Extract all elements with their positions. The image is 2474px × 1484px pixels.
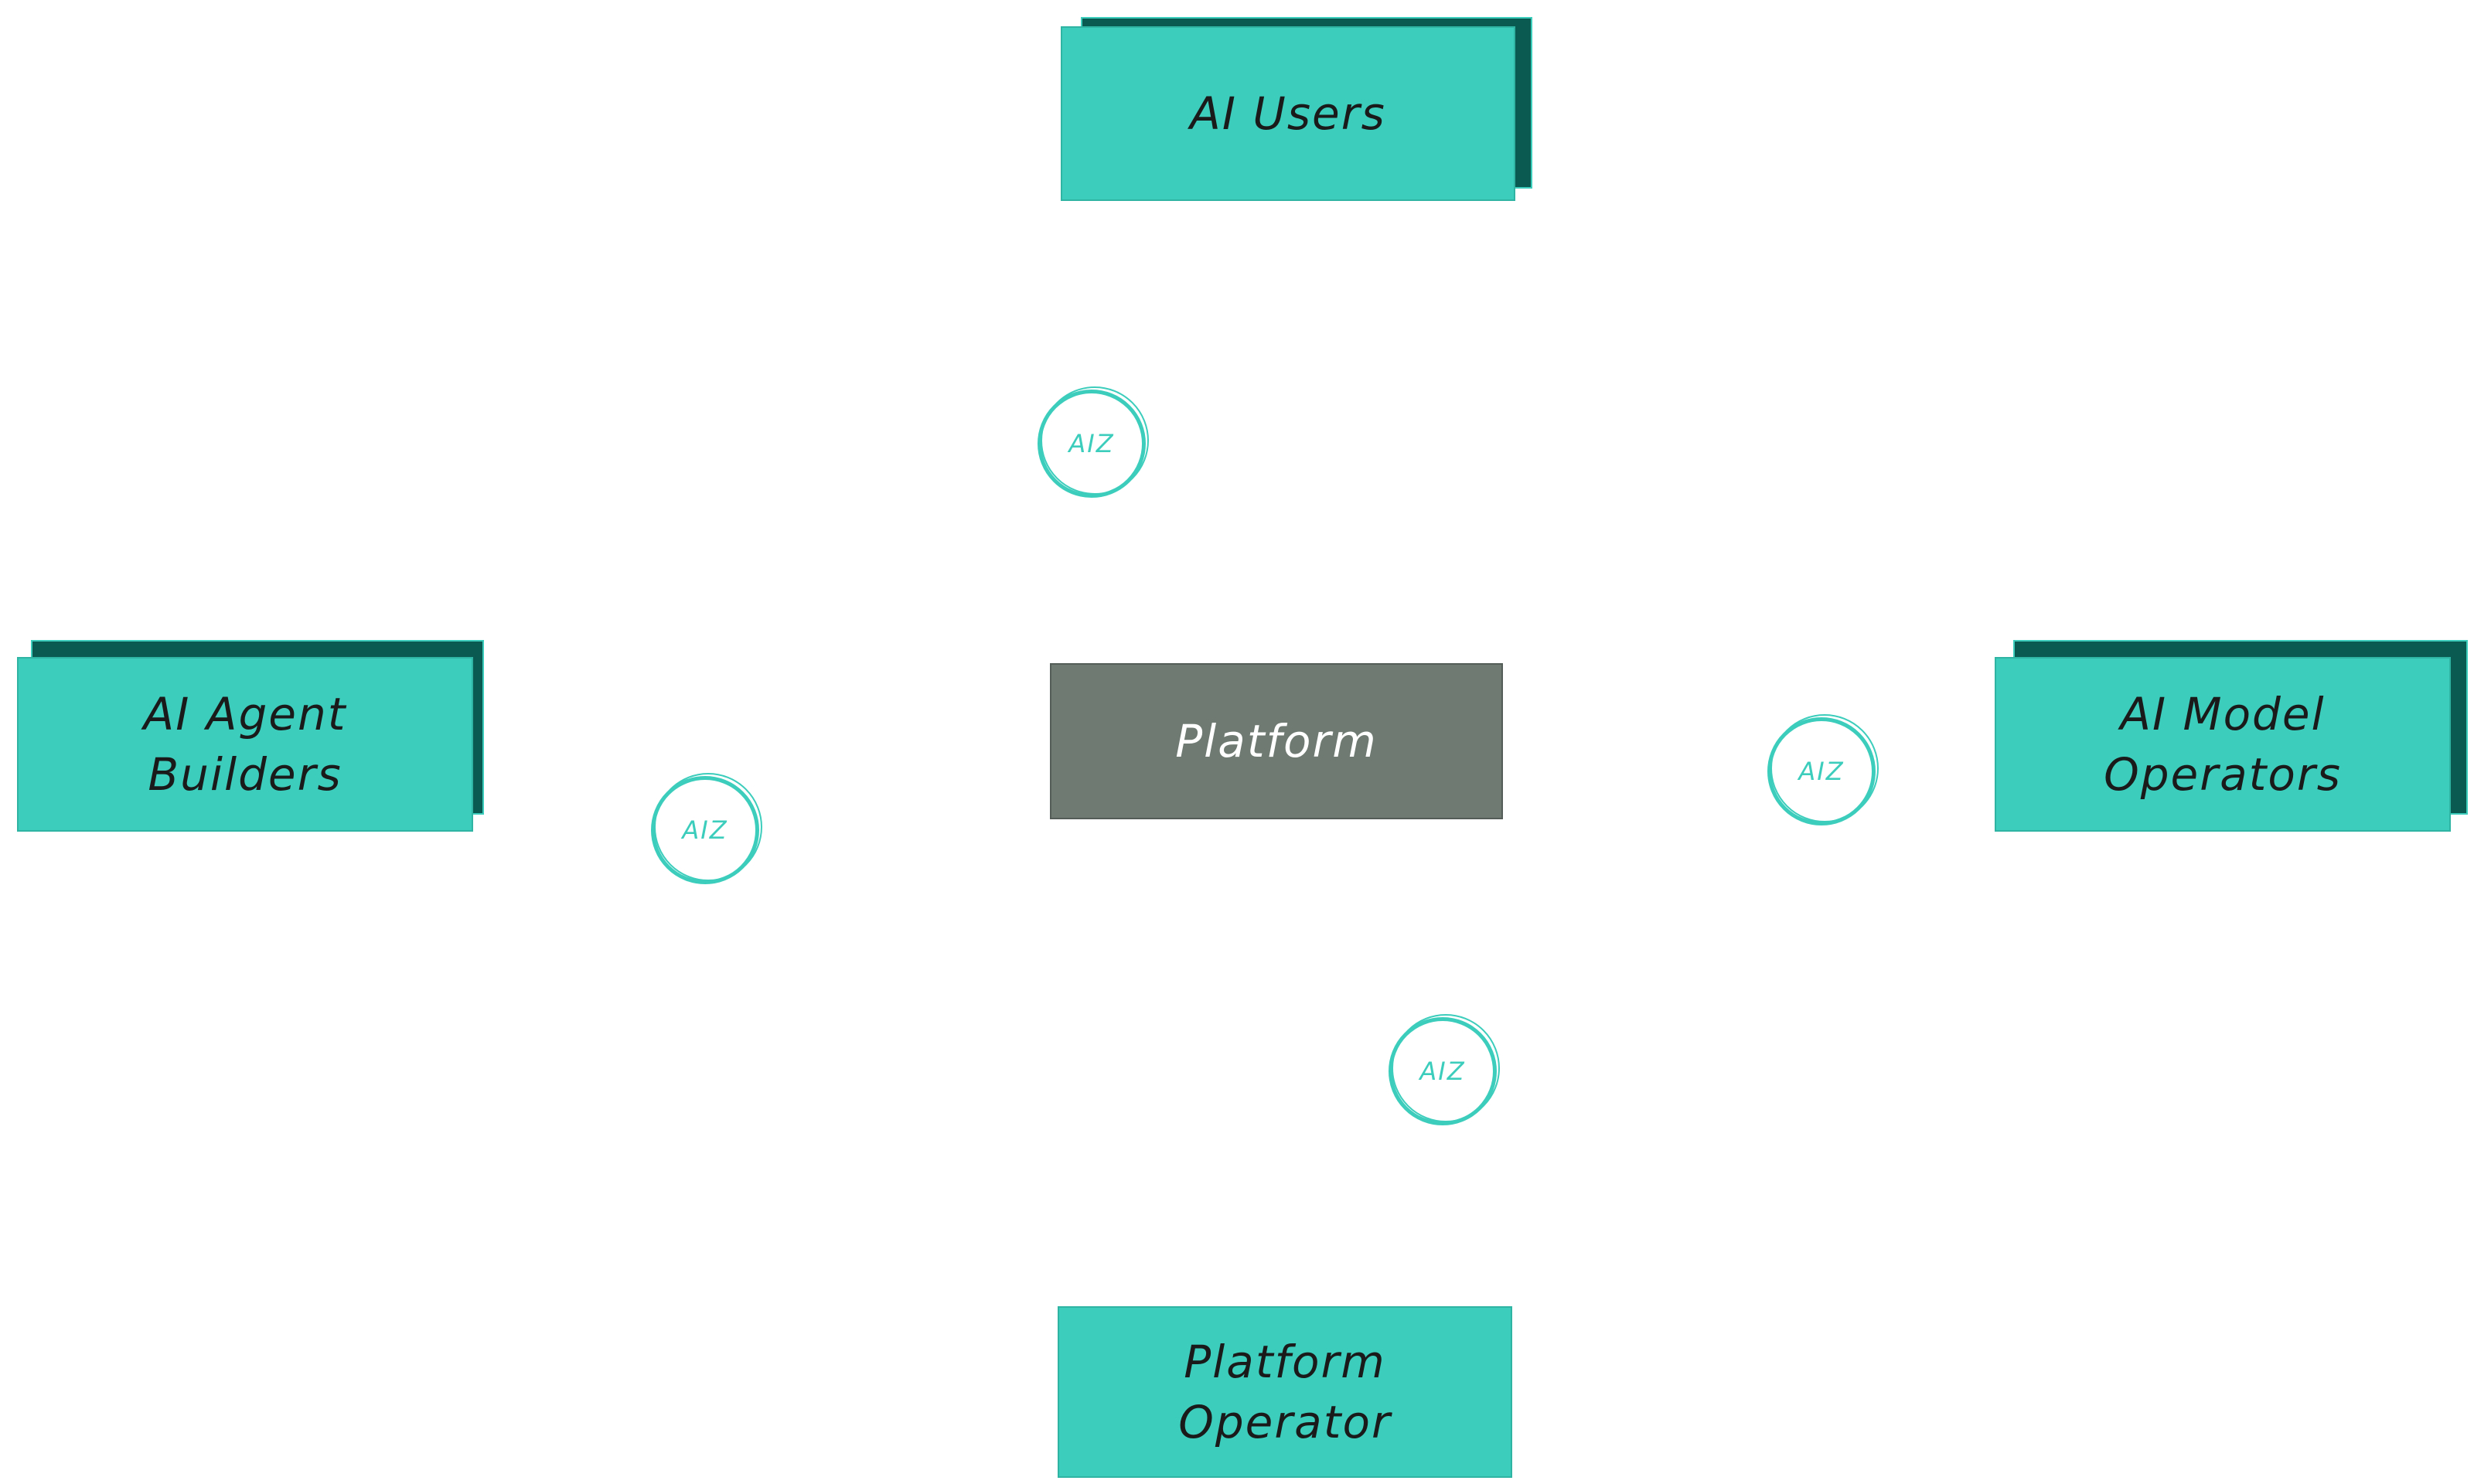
aiz-ring-bottom bbox=[1392, 1014, 1500, 1122]
ai-model-operators-node[interactable]: AI Model Operators bbox=[1995, 657, 2451, 832]
ai-model-operators-label: AI Model Operators bbox=[2104, 688, 2342, 801]
platform-label: Platform bbox=[1175, 715, 1378, 768]
platform-node[interactable]: Platform bbox=[1050, 663, 1503, 819]
ai-agent-builders-label: AI Agent Builders bbox=[143, 688, 347, 801]
ai-users-node[interactable]: AI Users bbox=[1061, 26, 1515, 201]
platform-operator-node[interactable]: Platform Operator bbox=[1058, 1306, 1512, 1478]
ai-users-label: AI Users bbox=[1190, 87, 1386, 140]
aiz-ring-top bbox=[1041, 386, 1149, 495]
ai-agent-builders-node[interactable]: AI Agent Builders bbox=[17, 657, 473, 832]
aiz-ring-right bbox=[1770, 714, 1879, 822]
platform-operator-label: Platform Operator bbox=[1178, 1336, 1392, 1448]
aiz-ring-left bbox=[654, 773, 762, 881]
